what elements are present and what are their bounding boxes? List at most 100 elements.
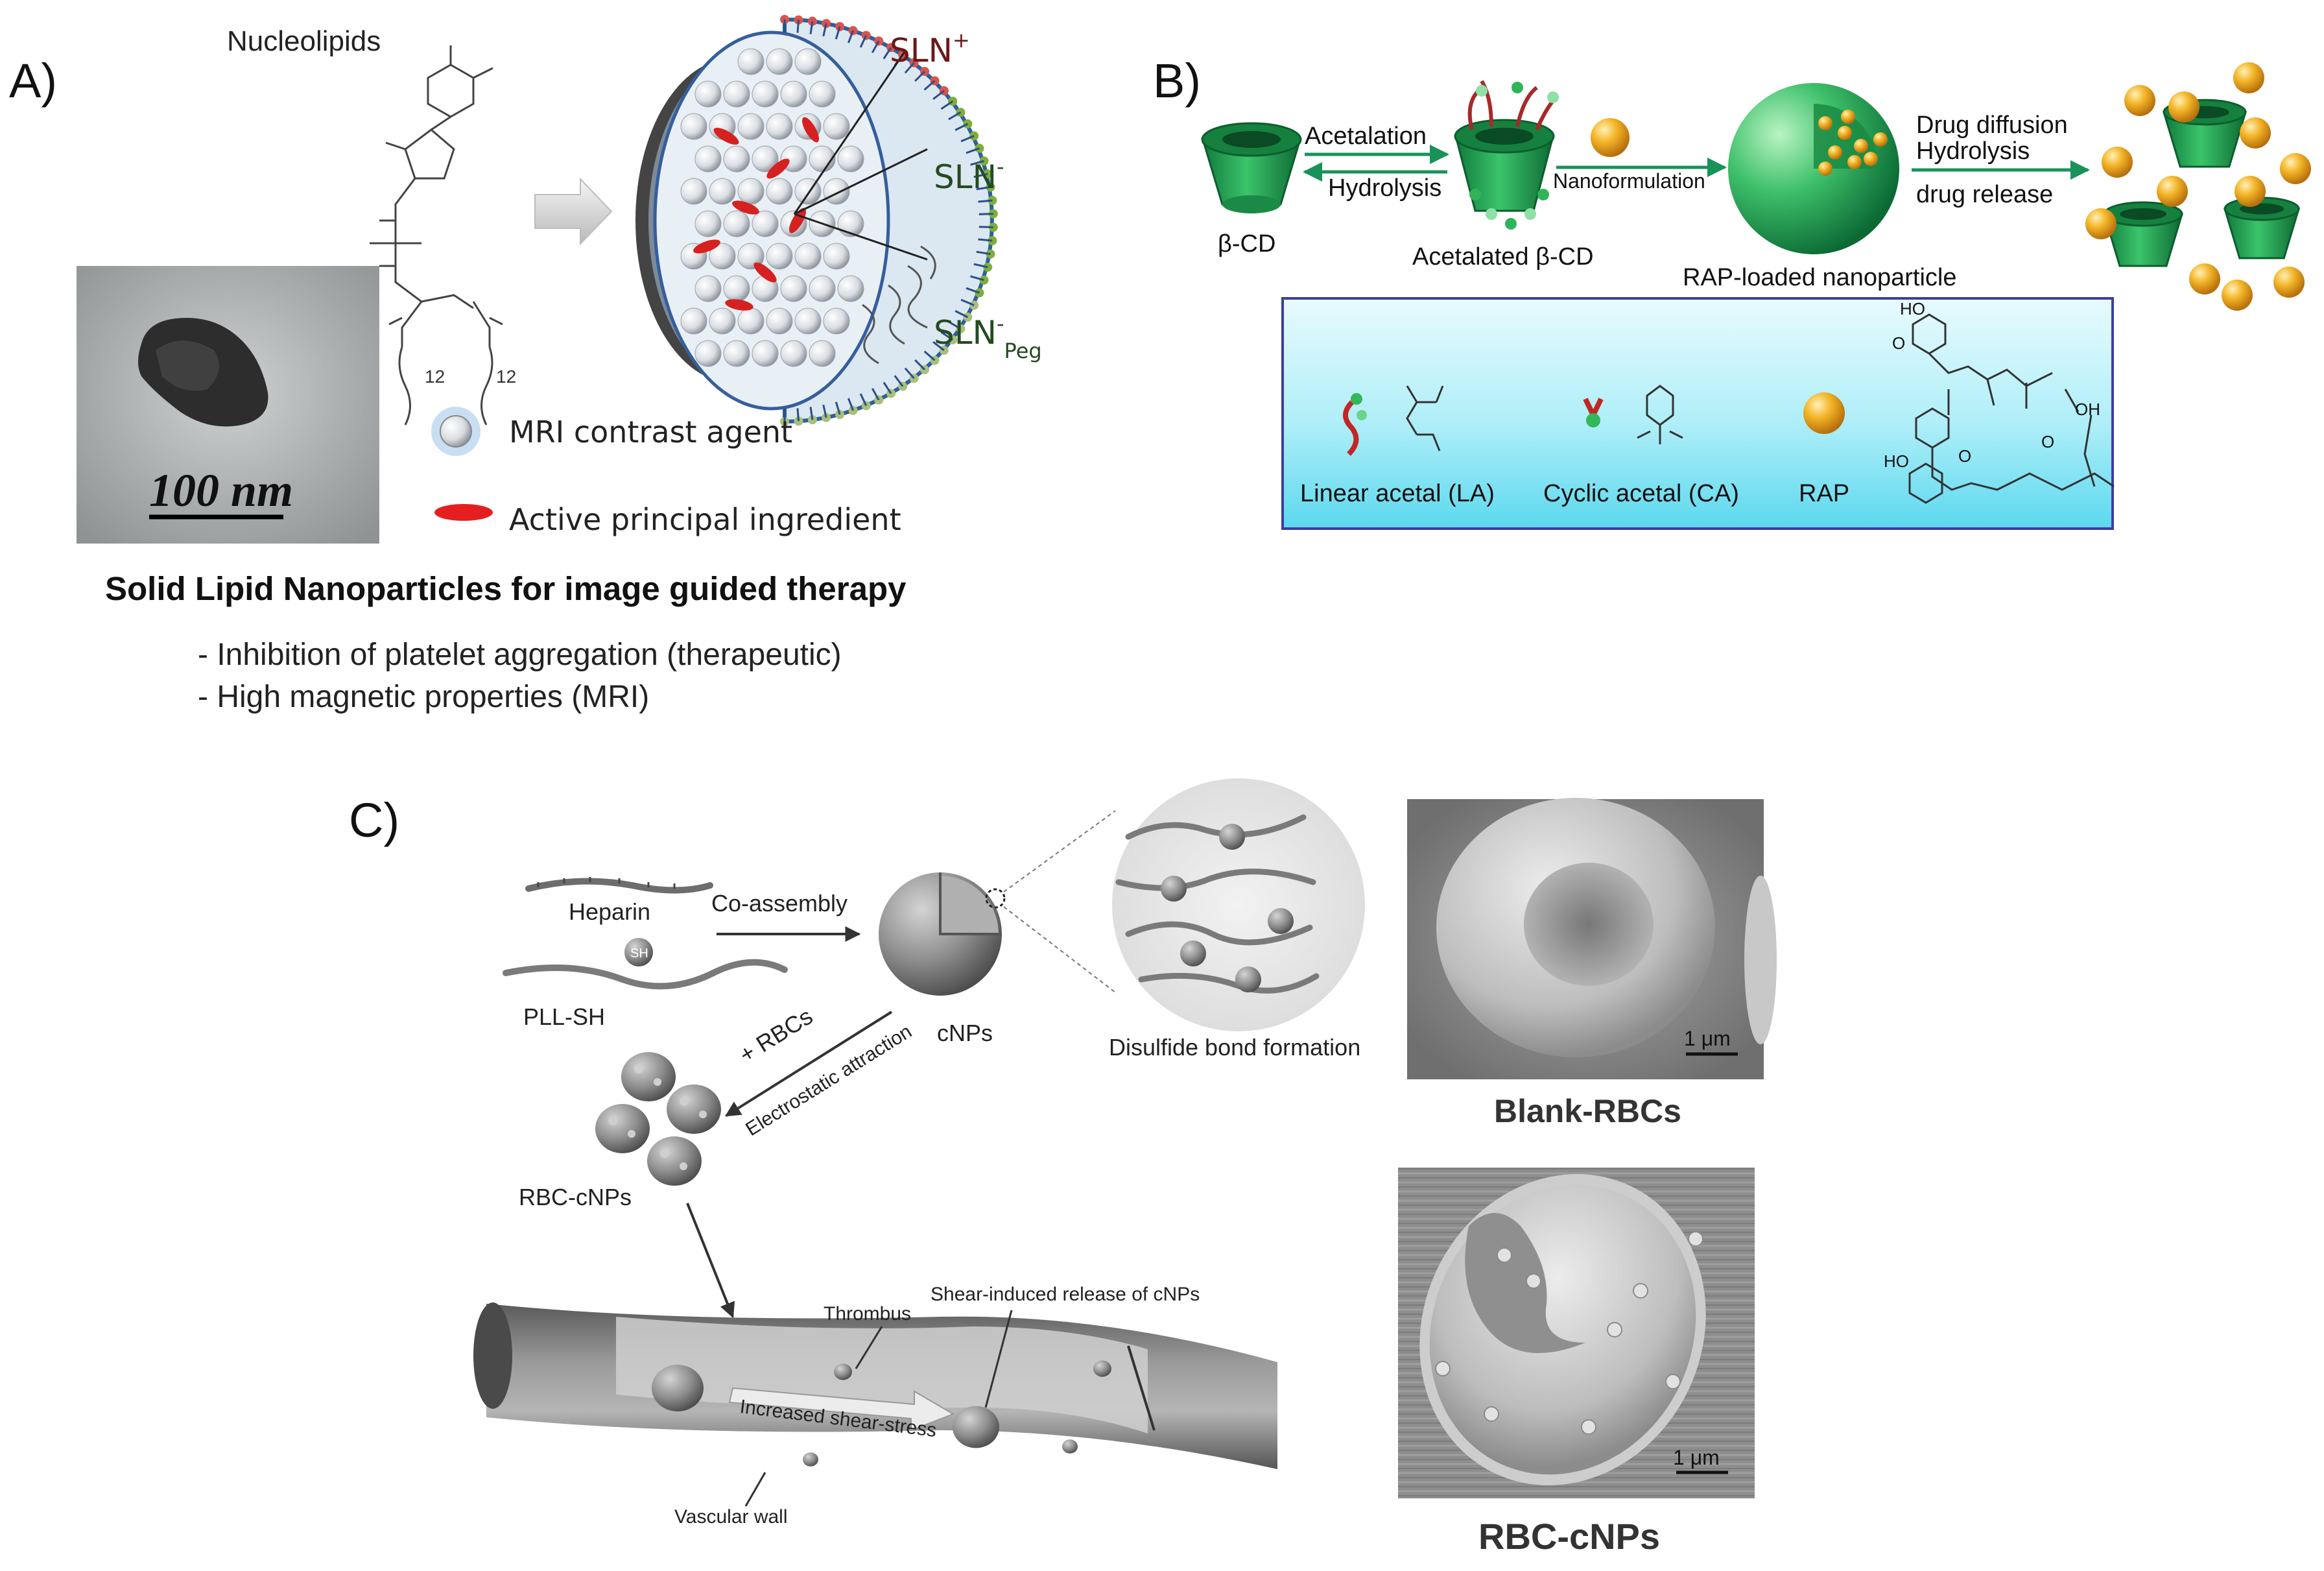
core-sphere (737, 307, 765, 335)
core-sphere (780, 275, 807, 302)
released-drug (2189, 263, 2220, 294)
rapamycin-structure (1908, 313, 2115, 504)
panel-a: A) Nucleolipids 12 12 (9, 15, 1042, 714)
chem-o-3: O (1958, 446, 1971, 466)
cnp-bump (1688, 1231, 1703, 1247)
surface-tail (871, 388, 880, 401)
mri-contrast-agent-icon (440, 415, 472, 448)
core-sphere (752, 340, 779, 367)
core-sphere (723, 275, 750, 302)
chem-ho-2: HO (1884, 451, 1909, 471)
surface-tail (809, 21, 814, 34)
core-sphere (837, 145, 864, 173)
vessel-particle (953, 1406, 999, 1448)
core-sphere (737, 113, 765, 140)
core-sphere (766, 113, 793, 140)
core-sphere (709, 307, 736, 335)
shear-release-pointer (984, 1310, 1013, 1408)
rbc-cnps-big-label: RBC-cNPs (1478, 1516, 1660, 1557)
rbc-with-cnps (647, 1136, 702, 1186)
pll-sh-strand (503, 959, 788, 990)
surface-tail (914, 71, 926, 82)
panel-b: B) β-CD Acetalation Hydrolysis Acetalate… (1153, 54, 2311, 530)
heparin-strand (525, 878, 713, 894)
plus-rbcs-label: + RBCs (735, 1003, 818, 1068)
sln-drug-particles (693, 117, 819, 311)
drug-particle (725, 299, 753, 311)
surface-tail (940, 100, 954, 110)
cnp-sphere (879, 872, 1006, 996)
surface-tail (859, 393, 868, 407)
chem-sub-12b: 12 (496, 366, 516, 387)
rbc-with-cnps (595, 1104, 650, 1153)
sh-label: SH (630, 946, 648, 961)
acetal-group (1486, 208, 1497, 220)
legend-api-label: Active principal ingredient (509, 502, 901, 537)
nanoformulation-label: Nanoformulation (1553, 169, 1705, 193)
surface-tail (809, 407, 814, 420)
surface-tail (932, 341, 945, 352)
core-sphere (752, 145, 779, 173)
surface-tail (914, 359, 926, 370)
core-sphere (694, 340, 722, 367)
panel-a-legend: MRI contrast agent Active principal ingr… (431, 407, 901, 537)
rap-dot (1847, 155, 1862, 169)
drug-release-label: drug release (1916, 181, 2053, 208)
core-sphere (809, 340, 836, 367)
surface-tail (978, 226, 993, 228)
released-drug (2124, 85, 2155, 116)
drug-particle (802, 117, 819, 143)
panel-a-bullet-2: - High magnetic properties (MRI) (198, 680, 649, 714)
surface-tail (822, 23, 827, 37)
core-sphere (794, 307, 822, 335)
core-sphere (694, 145, 722, 173)
surface-tail (976, 186, 991, 191)
surface-tail (960, 135, 975, 143)
legend-mri-label: MRI contrast agent (509, 414, 792, 450)
surface-tail (894, 375, 904, 387)
disulfide-bead (1161, 876, 1187, 902)
scale-1um-a: 1 μm (1684, 1027, 1731, 1050)
surface-tail (883, 47, 892, 60)
panel-b-label: B) (1153, 54, 1201, 108)
acetal-group (1524, 208, 1536, 220)
sln-peg-label: SLN-Peg (934, 311, 1042, 363)
acetalated-cd-label: Acetalated β-CD (1412, 243, 1594, 270)
cnp-bump (1435, 1361, 1451, 1376)
panel-c-label: C) (349, 793, 399, 847)
core-sphere (823, 307, 850, 335)
disulfide-zoom (1112, 778, 1365, 1031)
sln-positive-label: SLN+ (890, 28, 970, 69)
sln-pointer-peg (794, 213, 928, 261)
rbc-attach-arrow (724, 1011, 893, 1117)
acetal-group (1537, 189, 1549, 200)
core-sphere (680, 113, 707, 140)
panel-a-label: A) (9, 54, 57, 108)
active-ingredient-icon (434, 504, 493, 521)
drug-particle (732, 200, 759, 215)
surface-tail (904, 62, 915, 74)
blood-vessel (473, 1302, 1277, 1469)
sem-rbc-cnps: 1 μm (1398, 1168, 1755, 1498)
drug-particle (693, 239, 720, 254)
disulfide-label: Disulfide bond formation (1109, 1034, 1360, 1061)
cnp-bump (1581, 1419, 1596, 1435)
sh-bead (624, 938, 653, 966)
vessel-particle (1062, 1439, 1078, 1454)
core-sphere (766, 178, 793, 205)
surface-tail (973, 173, 988, 178)
rap-nanoparticle (1728, 83, 1899, 254)
core-sphere (780, 340, 807, 367)
acetalation-label: Acetalation (1305, 123, 1427, 150)
sln-particle (635, 15, 998, 426)
nucleolipid-structure (370, 45, 503, 426)
drug-particle (713, 128, 739, 145)
drug-particle (766, 158, 790, 179)
surface-tail (796, 408, 800, 422)
surface-tail (883, 381, 892, 394)
surface-tail (966, 287, 980, 294)
rap-dot (1873, 132, 1888, 147)
rap-dot (1864, 152, 1878, 166)
rbc-cnps-small-label: RBC-cNPs (519, 1184, 632, 1210)
